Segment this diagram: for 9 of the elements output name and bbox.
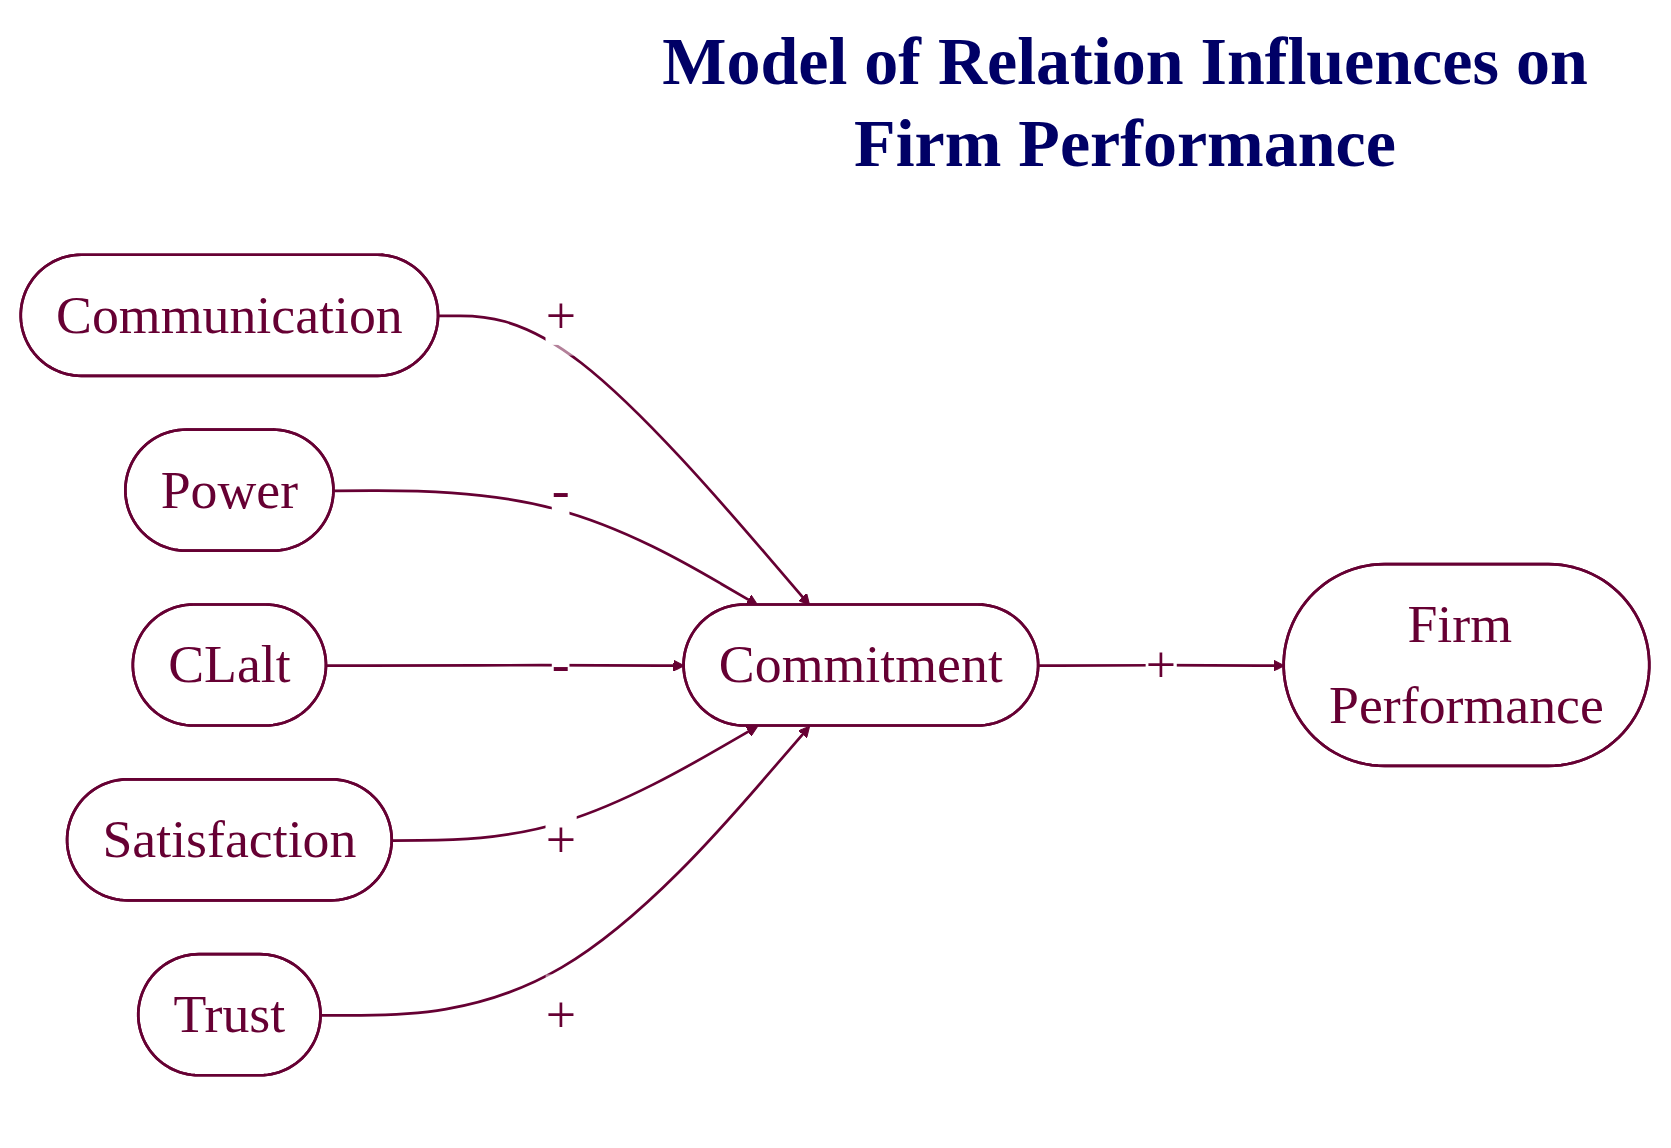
edge-label: - (551, 634, 570, 695)
edge-label: + (545, 284, 576, 345)
arrow (392, 725, 759, 842)
edge-label: - (551, 459, 570, 520)
edge-label: + (545, 808, 576, 870)
diagram-title: Model of Relation Influences on Firm Performance (661, 22, 1589, 183)
edge-label: + (1145, 634, 1177, 695)
edge-label: + (545, 983, 576, 1045)
arrow (321, 725, 811, 1017)
